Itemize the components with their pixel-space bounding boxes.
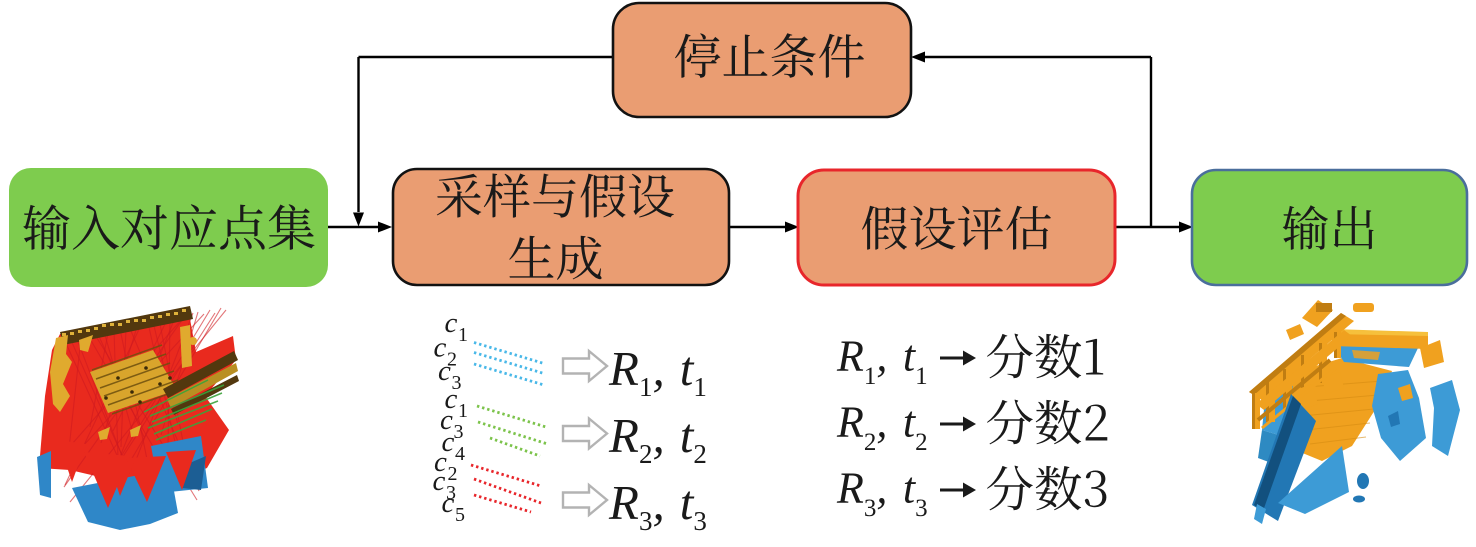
- svg-text:R1,t1: R1,t1: [836, 332, 928, 391]
- svg-text:c: c: [433, 465, 446, 497]
- svg-text:c: c: [434, 332, 447, 364]
- svg-text:3: 3: [452, 372, 462, 394]
- svg-text:c: c: [438, 355, 451, 387]
- svg-text:3: 3: [446, 482, 456, 504]
- svg-text:c: c: [434, 446, 447, 478]
- svg-text:R2,t2: R2,t2: [836, 398, 928, 457]
- svg-text:4: 4: [455, 443, 465, 465]
- svg-text:R1,t1: R1,t1: [608, 341, 707, 402]
- svg-text:c: c: [445, 383, 458, 415]
- svg-text:3: 3: [454, 421, 464, 443]
- svg-text:2: 2: [448, 463, 458, 485]
- svg-text:R3,t3: R3,t3: [836, 464, 928, 523]
- svg-text:c: c: [445, 307, 458, 339]
- svg-text:R2,t2: R2,t2: [608, 408, 707, 469]
- svg-text:c: c: [442, 487, 455, 519]
- svg-text:2: 2: [447, 349, 457, 371]
- svg-text:1: 1: [458, 324, 468, 346]
- svg-text:c: c: [442, 426, 455, 458]
- svg-text:R3,t3: R3,t3: [608, 475, 707, 536]
- svg-text:1: 1: [458, 400, 468, 422]
- svg-text:5: 5: [455, 504, 465, 526]
- svg-text:c: c: [440, 404, 453, 436]
